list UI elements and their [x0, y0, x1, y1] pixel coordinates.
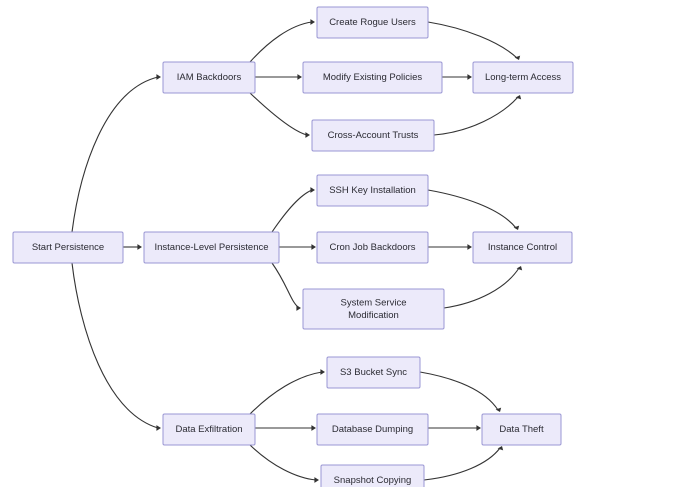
node-box[interactable] — [162, 413, 256, 446]
edge-arrowhead-icon — [513, 225, 520, 230]
edge-line — [443, 267, 520, 309]
node-box[interactable] — [481, 413, 562, 446]
edge-line — [423, 447, 501, 481]
edge-iam-to-rogue — [249, 19, 315, 63]
node-instctl[interactable]: Instance Control — [472, 231, 573, 264]
edge-line — [249, 92, 308, 136]
node-box[interactable] — [316, 413, 429, 446]
edge-arrowhead-icon — [156, 425, 161, 431]
edge-arrowhead-icon — [320, 369, 325, 375]
edge-s3-to-theft — [419, 371, 502, 412]
node-longterm[interactable]: Long-term Access — [472, 61, 574, 94]
edge-arrowhead-icon — [516, 266, 523, 271]
edge-ssh-to-instctl — [427, 189, 520, 230]
edge-exfil-to-dbdump — [255, 425, 316, 431]
edge-arrowhead-icon — [467, 74, 472, 80]
node-box[interactable] — [326, 356, 421, 389]
edge-start-to-iam — [71, 74, 161, 233]
edge-line — [271, 262, 299, 308]
edge-exfil-to-snapshot — [249, 444, 319, 483]
edge-line — [71, 262, 159, 429]
node-theft[interactable]: Data Theft — [481, 413, 562, 446]
edge-line — [249, 444, 317, 481]
edge-sysservice-to-instctl — [443, 266, 523, 309]
node-trusts[interactable]: Cross-Account Trusts — [311, 119, 435, 152]
edge-line — [419, 371, 499, 411]
edge-start-to-exfil — [71, 262, 161, 431]
node-box[interactable] — [143, 231, 280, 264]
edge-arrowhead-icon — [156, 74, 161, 80]
edge-line — [433, 96, 519, 136]
edges-layer — [71, 19, 523, 483]
node-box[interactable] — [311, 119, 435, 152]
node-box[interactable] — [472, 61, 574, 94]
edge-instance-to-sysservice — [271, 262, 301, 311]
edge-arrowhead-icon — [495, 407, 502, 412]
edge-arrowhead-icon — [305, 132, 310, 138]
edge-start-to-instance — [123, 244, 142, 250]
edge-policies-to-longterm — [442, 74, 472, 80]
edge-arrowhead-icon — [310, 187, 315, 193]
node-instance[interactable]: Instance-Level Persistence — [143, 231, 280, 264]
node-box[interactable] — [316, 174, 429, 207]
node-box[interactable] — [302, 288, 445, 330]
node-box[interactable] — [316, 6, 429, 39]
edge-iam-to-policies — [255, 74, 302, 80]
node-s3[interactable]: S3 Bucket Sync — [326, 356, 421, 389]
edge-arrowhead-icon — [310, 19, 315, 25]
node-box[interactable] — [316, 231, 429, 264]
node-rogue[interactable]: Create Rogue Users — [316, 6, 429, 39]
edge-arrowhead-icon — [514, 55, 521, 60]
edge-arrowhead-icon — [476, 425, 481, 431]
edge-arrowhead-icon — [515, 95, 522, 100]
edge-instance-to-cron — [279, 244, 316, 250]
edge-arrowhead-icon — [314, 477, 319, 483]
edge-line — [249, 21, 313, 63]
node-dbdump[interactable]: Database Dumping — [316, 413, 429, 446]
node-start[interactable]: Start Persistence — [12, 231, 124, 264]
node-box[interactable] — [12, 231, 124, 264]
edge-line — [249, 371, 323, 415]
node-box[interactable] — [472, 231, 573, 264]
edge-line — [71, 76, 159, 233]
node-box[interactable] — [302, 61, 443, 94]
edge-snapshot-to-theft — [423, 446, 504, 481]
edge-arrowhead-icon — [467, 244, 472, 250]
node-snapshot[interactable]: Snapshot Copying — [320, 464, 425, 487]
edge-line — [271, 189, 313, 233]
edge-dbdump-to-theft — [428, 425, 481, 431]
node-ssh[interactable]: SSH Key Installation — [316, 174, 429, 207]
edge-line — [427, 21, 518, 59]
edge-instance-to-ssh — [271, 187, 315, 233]
edge-cron-to-instctl — [428, 244, 472, 250]
node-box[interactable] — [162, 61, 256, 94]
edge-rogue-to-longterm — [427, 21, 521, 60]
edge-trusts-to-longterm — [433, 95, 522, 136]
edge-arrowhead-icon — [137, 244, 142, 250]
edge-iam-to-trusts — [249, 92, 310, 138]
edge-arrowhead-icon — [311, 425, 316, 431]
edge-arrowhead-icon — [296, 305, 301, 311]
edge-exfil-to-s3 — [249, 369, 325, 415]
edge-line — [427, 189, 517, 229]
edge-arrowhead-icon — [497, 446, 504, 451]
node-exfil[interactable]: Data Exfiltration — [162, 413, 256, 446]
node-cron[interactable]: Cron Job Backdoors — [316, 231, 429, 264]
edge-arrowhead-icon — [311, 244, 316, 250]
edge-arrowhead-icon — [297, 74, 302, 80]
node-box[interactable] — [320, 464, 425, 487]
node-policies[interactable]: Modify Existing Policies — [302, 61, 443, 94]
node-iam[interactable]: IAM Backdoors — [162, 61, 256, 94]
